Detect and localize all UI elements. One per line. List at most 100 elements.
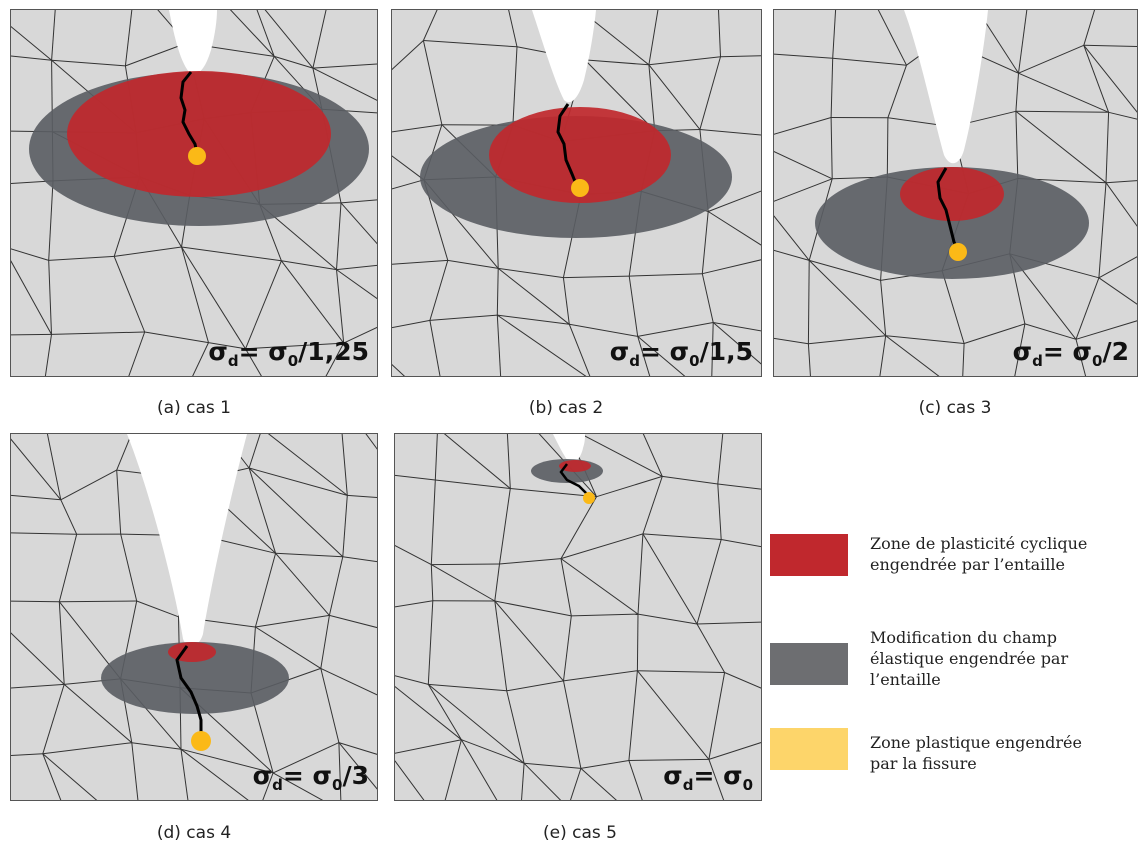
grain-boundary	[1083, 44, 1137, 48]
grain-boundary	[312, 10, 327, 69]
grain-boundary	[717, 483, 761, 490]
caption-cas-1: (a) cas 1	[157, 398, 231, 418]
grain-boundary	[560, 496, 597, 559]
grain-boundary	[429, 314, 498, 321]
grain-boundary	[320, 667, 377, 696]
grain-boundary	[580, 760, 629, 769]
grain-boundary	[11, 753, 43, 757]
grain-boundary	[523, 762, 562, 800]
grain-boundary	[63, 684, 133, 744]
grain-boundary	[447, 259, 499, 269]
grain-boundary	[42, 753, 98, 800]
grain-boundary	[494, 600, 508, 691]
grain-boundary	[128, 331, 146, 376]
grain-boundary	[717, 434, 724, 485]
grain-boundary	[229, 10, 275, 57]
grain-boundary	[563, 680, 582, 769]
grain-boundary	[1098, 277, 1137, 305]
grain-boundary	[329, 614, 377, 629]
grain-boundary	[560, 558, 639, 615]
grain-boundary	[571, 613, 639, 617]
grain-boundary	[569, 323, 638, 337]
grain-boundary	[499, 488, 511, 565]
grain-boundary	[125, 42, 187, 67]
grain-boundary	[584, 59, 656, 132]
grain-boundary	[696, 621, 761, 625]
grain-boundary	[245, 342, 344, 350]
grain-boundary	[427, 684, 462, 740]
legend-text: Zone plastique engendrée par la fissure	[870, 732, 1144, 774]
grain-boundary	[1105, 112, 1110, 183]
grain-boundary	[637, 613, 698, 625]
grain-boundary	[51, 10, 56, 61]
grain-boundary	[807, 343, 811, 376]
grain-boundary	[648, 10, 659, 65]
grain-boundary	[1105, 182, 1137, 227]
grain-boundary	[395, 686, 462, 741]
grain-boundary	[180, 748, 274, 774]
grain-boundary	[712, 322, 761, 365]
grain-boundary	[248, 467, 344, 558]
grain-boundary	[340, 199, 377, 204]
grain-boundary	[830, 117, 833, 179]
grain-boundary	[245, 348, 262, 376]
grain-boundary	[429, 320, 441, 376]
grain-boundary	[51, 59, 126, 67]
grain-boundary	[11, 180, 54, 185]
grain-boundary	[724, 672, 761, 689]
grain-boundary	[430, 479, 436, 565]
grain-boundary	[254, 553, 277, 628]
crack-plastic-zone	[571, 179, 589, 197]
crack-plastic-zone	[949, 243, 967, 261]
grain-boundary	[343, 326, 377, 344]
grain-boundary	[830, 58, 834, 118]
grain-boundary	[642, 533, 722, 540]
grain-boundary	[338, 742, 342, 800]
caption-cas-5: (e) cas 5	[543, 823, 617, 843]
grain-boundary	[887, 65, 907, 118]
grain-boundary	[774, 337, 809, 345]
grain-boundary	[1015, 73, 1019, 112]
grain-boundary	[642, 533, 698, 625]
grain-boundary	[340, 202, 377, 245]
grain-boundary	[628, 670, 638, 761]
grain-boundary	[648, 64, 701, 130]
grain-boundary	[192, 342, 209, 376]
grain-boundary	[774, 53, 833, 59]
grain-boundary	[120, 533, 138, 602]
crack	[179, 71, 199, 155]
stress-formula: σd= σ0/1,25	[208, 337, 369, 370]
grain-boundary	[701, 273, 714, 323]
grain-boundary	[392, 124, 442, 133]
cyclic-plastic-zone	[559, 460, 591, 472]
grain-boundary	[395, 474, 436, 481]
panel-cas-1-drawing	[11, 10, 377, 376]
notch	[169, 10, 217, 74]
panel-cas-5: σd= σ0	[394, 433, 762, 801]
grain-boundary	[11, 494, 61, 501]
grain-boundary	[941, 270, 965, 344]
grain-boundary	[497, 314, 587, 376]
panel-cas-3: σd= σ0/2	[773, 9, 1138, 377]
grain-boundary	[395, 675, 429, 685]
legend-swatch	[770, 534, 848, 576]
grain-boundary	[281, 260, 345, 344]
grain-boundary	[496, 315, 502, 376]
grain-boundary	[428, 683, 507, 692]
crack	[936, 167, 960, 251]
legend-text: Zone de plasticité cyclique engendrée pa…	[870, 533, 1144, 575]
grain-boundary	[648, 64, 656, 131]
grain-boundary	[395, 545, 432, 566]
grain-boundary	[524, 762, 581, 769]
grain-boundary	[628, 276, 639, 337]
grain-boundary	[42, 684, 65, 754]
grain-boundary	[435, 479, 511, 489]
grain-boundary	[11, 532, 77, 535]
grain-boundary	[879, 335, 887, 376]
grain-boundary	[628, 760, 643, 800]
grain-boundary	[443, 434, 511, 489]
grain-boundary	[336, 264, 377, 271]
grain-boundary	[1105, 180, 1137, 184]
grain-boundary	[880, 280, 887, 336]
grain-boundary	[512, 46, 518, 126]
